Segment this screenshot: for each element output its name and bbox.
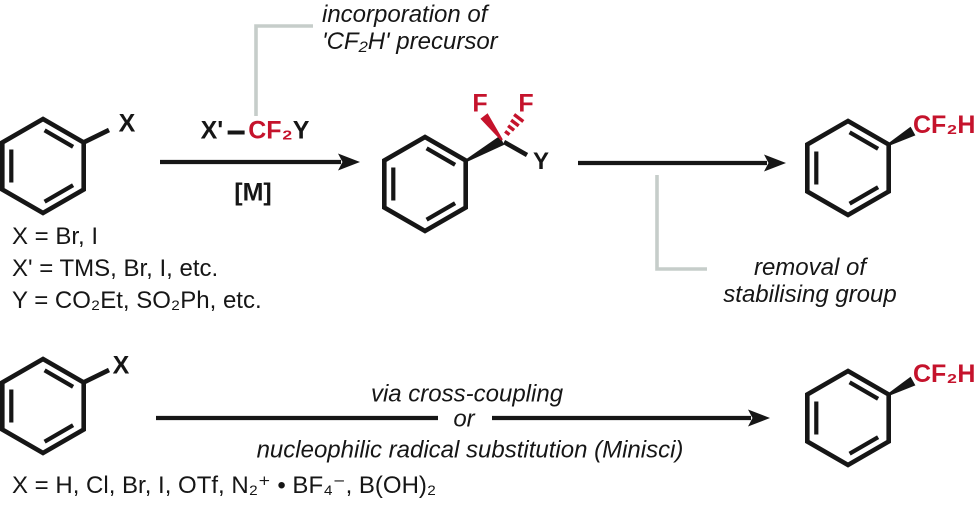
conditions-or: or — [453, 405, 475, 433]
benzene-ring-product-bottom — [805, 368, 916, 468]
bond-to-substituent — [83, 127, 111, 145]
reagent-x-prime: X' — [200, 116, 224, 145]
cf2h-label-bottom: CF₂H — [913, 360, 976, 388]
bond-dash-icon — [227, 130, 245, 134]
reagent-y: Y — [292, 116, 310, 145]
wedge-bond-to-cf2h — [888, 126, 916, 146]
arrowhead-icon — [748, 409, 770, 427]
definition-y: Y = CO₂Et, SO₂Ph, etc. — [12, 287, 262, 314]
solid-wedge-bond-fluorine — [480, 113, 503, 141]
cf2h-label-top: CF₂H — [913, 111, 976, 139]
reaction-arrow-1 — [160, 153, 360, 171]
benzene-ring-reactant-top — [0, 116, 111, 216]
definitions-bottom: X = H, Cl, Br, I, OTf, N₂⁺ • BF₄⁻, B(OH)… — [12, 472, 437, 499]
conditions-minisci: nucleophilic radical substitution (Minis… — [256, 436, 684, 464]
y-group-label: Y — [532, 148, 550, 175]
conditions-cross-coupling: via cross-coupling — [370, 380, 564, 408]
bond-to-substituent — [83, 367, 111, 385]
definition-x: X = Br, I — [12, 223, 99, 250]
definitions-top: X = Br, I X' = TMS, Br, I, etc. Y = CO₂E… — [12, 221, 262, 317]
substituent-label-x-top: X — [118, 109, 136, 138]
substituent-label-x-bottom: X — [112, 351, 130, 380]
fluorine-label-right: F — [518, 89, 534, 118]
hashed-wedge-bond-fluorine — [504, 113, 525, 137]
callout-bracket-removal — [655, 175, 707, 271]
catalyst-label: [M] — [234, 178, 272, 207]
callout-removal-line2: stabilising group — [723, 281, 897, 308]
reagent-formula: X' CF₂ Y — [201, 117, 310, 146]
arrowhead-icon — [338, 153, 360, 171]
callout-removal: removal of stabilising group — [723, 254, 896, 308]
reagent-cf2: CF₂ — [248, 116, 293, 145]
callout-incorporation: incorporation of 'CF₂H' precursor — [322, 1, 498, 55]
callout-bracket-incorporation — [254, 24, 313, 116]
fluorine-label-left: F — [472, 89, 488, 118]
arrowhead-icon — [764, 154, 786, 172]
definition-x-prime: X' = TMS, Br, I, etc. — [12, 255, 219, 282]
reaction-arrow-3 — [156, 409, 770, 427]
wedge-bond-ring-to-cf2 — [465, 135, 504, 163]
callout-removal-line1: removal of — [753, 254, 867, 281]
reaction-arrow-2 — [578, 154, 786, 172]
callout-incorporation-line1: incorporation of — [322, 1, 488, 28]
callout-incorporation-line2: 'CF₂H' precursor — [322, 28, 498, 55]
bond-cf2-to-y — [502, 139, 529, 158]
benzene-ring-intermediate — [382, 134, 468, 234]
benzene-ring-product-top — [805, 118, 916, 218]
wedge-bond-to-cf2h — [888, 376, 916, 396]
benzene-ring-reactant-bottom — [0, 356, 111, 456]
